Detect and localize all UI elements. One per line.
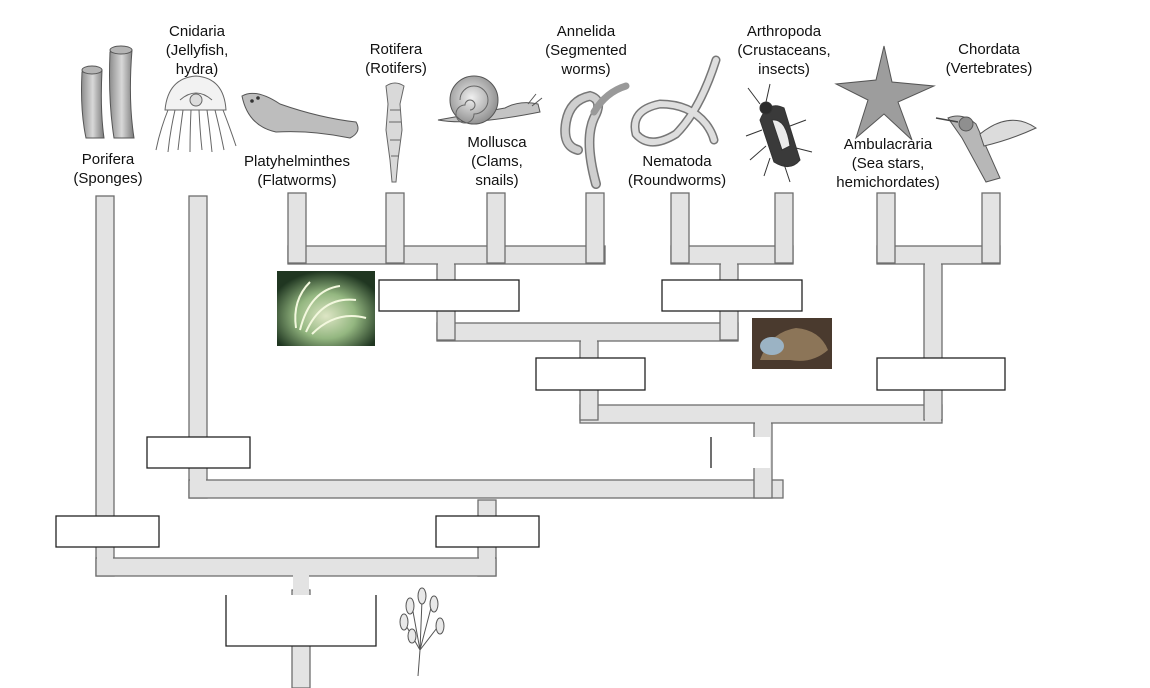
tip-nematoda <box>670 192 690 264</box>
hummingbird-icon <box>935 115 1038 183</box>
fanworm-photo <box>277 271 375 346</box>
blank-box-deuterostomia <box>876 357 1006 391</box>
blank-box-bilateria-partial <box>710 437 770 468</box>
label-chordata: Chordata (Vertebrates) <box>946 40 1033 78</box>
blank-box-ecdysozoa <box>661 279 803 312</box>
label-platyhelminthes: Platyhelminthes (Flatworms) <box>244 152 350 190</box>
blank-box-eumetazoa <box>435 515 540 548</box>
taxon-name: Porifera <box>81 151 135 168</box>
taxon-name: Cnidaria <box>169 23 225 40</box>
taxon-name: Chordata <box>958 41 1020 58</box>
taxon-name: Annelida <box>556 23 616 40</box>
flatworm-icon <box>241 92 359 139</box>
jellyfish-icon <box>155 75 237 153</box>
tip-chordata <box>981 192 1001 264</box>
rotifer-icon <box>385 82 405 183</box>
label-porifera: Porifera (Sponges) <box>73 150 142 188</box>
taxon-name: Rotifera <box>369 41 423 58</box>
taxon-common-name: snails) <box>475 172 519 189</box>
taxon-common-name: hemichordates) <box>836 174 940 191</box>
branch-cnidaria-bilateria <box>188 479 784 499</box>
tip-platyhelminthes <box>287 192 307 264</box>
taxon-common-name: (Sponges) <box>73 170 143 187</box>
taxon-common-name: (Clams, <box>471 153 523 170</box>
tip-mollusca <box>486 192 506 264</box>
tip-arthropoda <box>774 192 794 264</box>
snail-icon <box>437 75 543 125</box>
segmented-worm-icon <box>560 82 630 189</box>
blank-box-root <box>225 595 377 647</box>
taxon-common-name: (Vertebrates) <box>945 60 1033 77</box>
choanoflagellate-icon <box>399 587 445 677</box>
taxon-common-name: (Crustaceans, <box>737 42 831 59</box>
label-mollusca: Mollusca (Clams, snails) <box>467 133 526 190</box>
tip-rotifera <box>385 192 405 264</box>
blank-box-porifera-node <box>55 515 160 548</box>
sponge-icon <box>81 45 135 139</box>
taxon-common-name: (Sea stars, <box>851 155 925 172</box>
tree-branches <box>95 192 1001 688</box>
insect-icon <box>745 83 813 183</box>
molting-photo <box>752 318 832 369</box>
taxon-common-name: (Segmented <box>545 42 627 59</box>
branch-deuterostome <box>923 249 943 421</box>
answer-boxes <box>55 279 1006 647</box>
taxon-name: Nematoda <box>642 153 712 170</box>
label-arthropoda: Arthropoda (Crustaceans, insects) <box>737 22 830 79</box>
taxon-common-name: (Flatworms) <box>257 172 337 189</box>
taxon-common-name: insects) <box>758 61 810 78</box>
tip-annelida <box>585 192 605 264</box>
label-rotifera: Rotifera (Rotifers) <box>365 40 427 78</box>
taxon-name: Mollusca <box>467 134 527 151</box>
taxon-common-name: (Rotifers) <box>365 60 427 77</box>
taxon-name: Ambulacraria <box>843 136 933 153</box>
label-annelida: Annelida (Segmented worms) <box>545 22 627 79</box>
label-cnidaria: Cnidaria (Jellyfish, hydra) <box>166 22 229 79</box>
blank-box-protostomia <box>535 357 646 391</box>
sea-star-icon <box>834 45 936 141</box>
taxon-common-name: worms) <box>561 61 611 78</box>
taxon-name: Platyhelminthes <box>244 153 350 170</box>
blank-box-lophotrochozoa <box>378 279 520 312</box>
blank-box-cnidaria-node <box>146 436 251 469</box>
tip-ambulacraria <box>876 192 896 264</box>
roundworm-icon <box>630 55 721 147</box>
label-ambulacraria: Ambulacraria (Sea stars, hemichordates) <box>836 135 939 192</box>
taxon-common-name: hydra) <box>175 61 219 78</box>
label-nematoda: Nematoda (Roundworms) <box>628 152 726 190</box>
taxon-name: Arthropoda <box>746 23 822 40</box>
taxon-common-name: (Roundworms) <box>627 172 727 189</box>
taxon-common-name: (Jellyfish, <box>165 42 229 59</box>
